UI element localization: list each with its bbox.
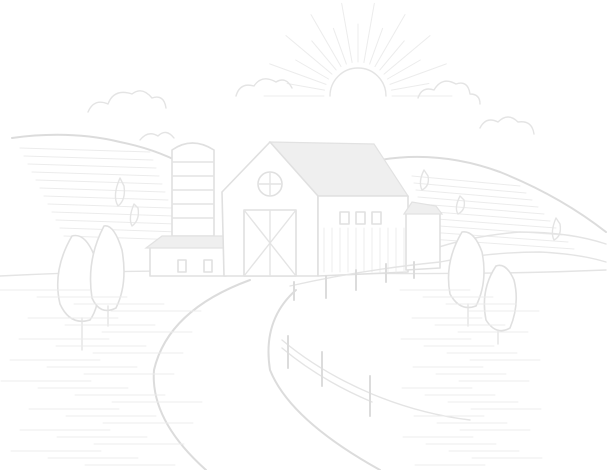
barn-annex	[402, 201, 444, 271]
fence	[281, 261, 471, 421]
barn	[221, 141, 410, 277]
field-texture	[0, 289, 543, 466]
silo	[171, 142, 215, 237]
trees	[56, 169, 562, 351]
tree-right-group	[419, 169, 562, 345]
road	[152, 279, 381, 470]
sun	[263, 2, 453, 97]
clouds	[87, 78, 535, 141]
tree-left-group	[56, 177, 140, 351]
small-shed	[144, 235, 237, 277]
